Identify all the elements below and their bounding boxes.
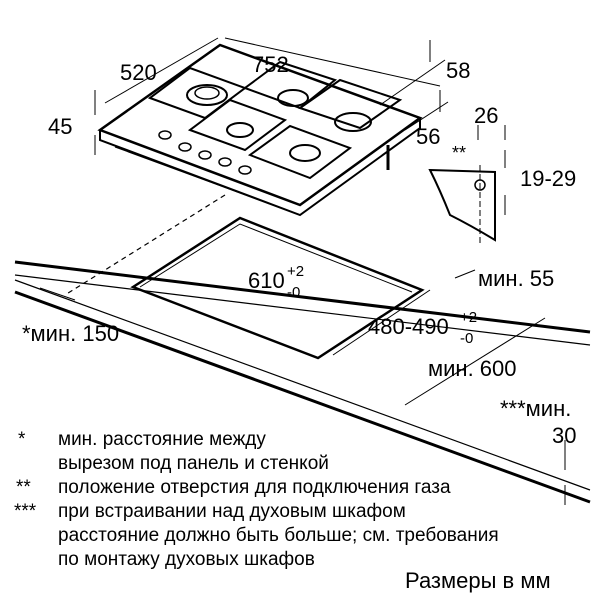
dim-back-offset: 58	[446, 58, 471, 83]
note-mark: **	[16, 477, 31, 498]
dim-min-back: мин. 55	[478, 266, 555, 291]
dimension-lines	[39, 37, 566, 505]
cutout-width-tol-plus: +2	[287, 263, 305, 280]
units-caption: Размеры в мм	[405, 568, 551, 593]
cutout-width-tol-minus: -0	[287, 284, 301, 301]
dim-cutout-depth: 480-490	[368, 314, 449, 339]
dim-min-oven-value: 30	[552, 423, 577, 448]
dim-min-side: *мин. 150	[22, 321, 120, 346]
cutout-depth-tol-minus: -0	[460, 330, 474, 347]
dim-right-offset: 56	[416, 124, 441, 149]
note-text: при встраивании над духовым шкафом	[58, 501, 406, 522]
note-text: по монтажу духовых шкафов	[58, 549, 315, 570]
dim-gas-y: 19-29	[520, 166, 577, 191]
note-text: положение отверстия для подключения газа	[58, 477, 451, 498]
dim-width: 752	[252, 52, 289, 77]
gas-mark: **	[452, 143, 467, 163]
note-mark: *	[18, 429, 26, 450]
gas-connection-detail	[428, 165, 496, 245]
dim-cutout-width: 610	[248, 268, 285, 293]
cutout-depth-tol-plus: +2	[460, 309, 478, 326]
countertop	[14, 260, 591, 504]
cutout	[64, 194, 425, 360]
dim-min-oven: ***мин.	[500, 396, 572, 421]
note-text: расстояние должно быть больше; см. требо…	[58, 525, 499, 546]
dim-gas-x: 26	[474, 103, 499, 128]
dim-depth: 520	[120, 60, 157, 85]
hob	[97, 43, 423, 217]
note-text: вырезом под панель и стенкой	[58, 453, 329, 474]
dim-min-front: мин. 600	[428, 356, 517, 381]
note-text: мин. расстояние между	[58, 429, 266, 450]
note-mark: ***	[14, 501, 37, 522]
dim-height: 45	[48, 114, 73, 139]
